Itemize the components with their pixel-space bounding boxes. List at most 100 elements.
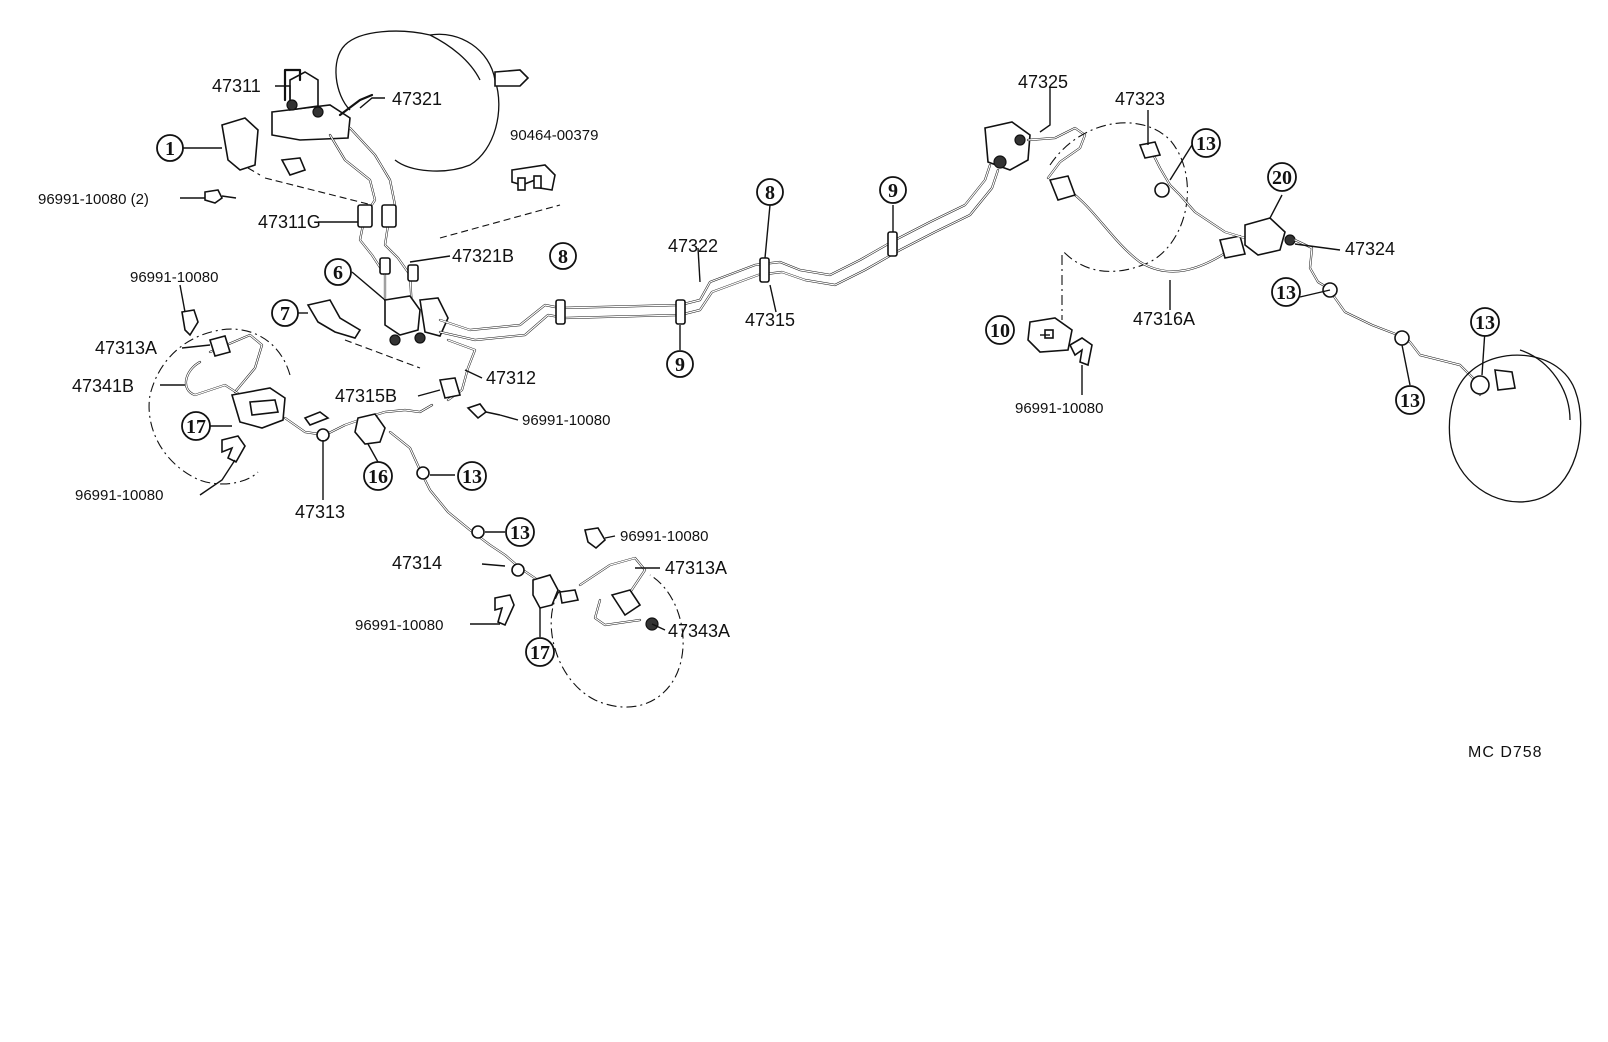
label-47324: 47324 <box>1345 239 1395 259</box>
label-47314: 47314 <box>392 553 442 573</box>
rear-drum-right <box>1448 349 1582 503</box>
label-96991-10080-b: 96991-10080 <box>522 412 610 429</box>
callout-7: 7 <box>271 299 299 327</box>
pipe-47316A <box>1048 175 1247 273</box>
label-96991-10080-d: 96991-10080 <box>620 528 708 545</box>
label-96991-10080-f: 96991-10080 <box>1015 400 1103 417</box>
rear-drum-left <box>1049 122 1188 272</box>
pipe-47323 <box>1138 141 1247 240</box>
callout-13-a: 13 <box>457 461 487 491</box>
svg-text:1: 1 <box>165 138 175 160</box>
svg-text:13: 13 <box>1400 390 1420 412</box>
svg-text:7: 7 <box>280 303 290 325</box>
label-47341B: 47341B <box>72 376 134 396</box>
bracket-17-lower <box>532 574 580 609</box>
callout-13-e: 13 <box>1395 385 1425 415</box>
brake-booster <box>335 30 530 172</box>
bracket-7 <box>306 299 362 339</box>
bracket-1 <box>221 117 307 176</box>
label-96991-10080-2: 96991-10080 (2) <box>38 191 149 208</box>
callout-10: 10 <box>985 315 1015 345</box>
catalog-code: MC D758 <box>1468 744 1543 761</box>
svg-text:13: 13 <box>1475 312 1495 334</box>
label-47311: 47311 <box>212 76 261 96</box>
front-left-caliper <box>230 387 286 429</box>
clip-96991-a <box>181 309 199 337</box>
callout-9-a: 9 <box>666 350 694 378</box>
pipe-47325 <box>1026 126 1087 180</box>
svg-text:10: 10 <box>990 320 1010 342</box>
dashed-guide-b <box>439 204 561 239</box>
flex-hose-47315B <box>438 377 462 399</box>
label-96991-10080-a: 96991-10080 <box>130 269 218 286</box>
callout-1: 1 <box>156 134 184 162</box>
pipe-47315 <box>438 168 1000 342</box>
clip-96991-2 <box>204 189 237 204</box>
label-47313: 47313 <box>295 502 345 522</box>
junction-block <box>384 295 449 346</box>
callout-20: 20 <box>1267 162 1297 192</box>
svg-text:13: 13 <box>1276 282 1296 304</box>
callout-8-a: 8 <box>549 242 577 270</box>
pipe-47324 <box>1293 238 1516 397</box>
label-90464-00379: 90464-00379 <box>510 127 598 144</box>
clips-along-pipe <box>555 231 898 325</box>
dashed-guide-a <box>264 177 373 206</box>
label-47311G: 47311G <box>258 212 321 232</box>
svg-text:20: 20 <box>1272 167 1292 189</box>
clip-96991-b <box>466 403 501 420</box>
svg-text:13: 13 <box>510 522 530 544</box>
callout-13-d: 13 <box>1271 277 1301 307</box>
callouts: 1 6 7 17 16 13 13 17 <box>156 128 1500 667</box>
clip-96991-f <box>1068 337 1093 367</box>
callout-16: 16 <box>363 461 393 491</box>
master-cylinder <box>271 71 351 141</box>
svg-text:17: 17 <box>530 642 550 664</box>
clip-96991-d <box>584 527 607 550</box>
callout-8-b: 8 <box>756 178 784 206</box>
pipe-47313A-left <box>208 333 264 394</box>
callout-13-f: 13 <box>1470 307 1500 337</box>
dashed-guide-d <box>247 167 261 176</box>
svg-text:16: 16 <box>368 466 388 488</box>
callout-9-b: 9 <box>879 176 907 204</box>
svg-text:9: 9 <box>888 180 898 202</box>
label-47316A: 47316A <box>1133 309 1195 329</box>
svg-text:6: 6 <box>333 262 343 284</box>
label-47322: 47322 <box>668 236 718 256</box>
label-47313A-right: 47313A <box>665 558 727 578</box>
label-96991-10080-e: 96991-10080 <box>355 617 443 634</box>
fittings-upper <box>357 204 419 282</box>
svg-text:13: 13 <box>1196 133 1216 155</box>
label-47312: 47312 <box>486 368 536 388</box>
svg-text:8: 8 <box>558 246 568 268</box>
callout-13-b: 13 <box>505 517 535 547</box>
proportioning-valve <box>984 121 1031 171</box>
svg-text:8: 8 <box>765 182 775 204</box>
label-47321: 47321 <box>392 89 442 109</box>
label-47313A-left: 47313A <box>95 338 157 358</box>
callout-17-lower: 17 <box>525 637 555 667</box>
hose-47343A <box>593 589 659 631</box>
label-47321B: 47321B <box>452 246 514 266</box>
svg-text:9: 9 <box>675 354 685 376</box>
pipe-47314 <box>388 430 562 594</box>
clip-96991-e <box>494 594 515 627</box>
union-16 <box>354 413 386 445</box>
pipe-47313A-right <box>578 556 647 602</box>
label-47325: 47325 <box>1018 72 1068 92</box>
front-left-wheel <box>148 328 291 485</box>
label-47343A: 47343A <box>668 621 730 641</box>
leader-lines <box>160 85 1486 637</box>
part-labels: 47311 47321 90464-00379 96991-10080 (2) … <box>38 72 1543 761</box>
label-47315B: 47315B <box>335 386 397 406</box>
rear-junction-20 <box>1244 217 1296 256</box>
label-96991-10080-c: 96991-10080 <box>75 487 163 504</box>
label-47315: 47315 <box>745 310 795 330</box>
clip-90464-00379 <box>511 164 556 191</box>
label-47323: 47323 <box>1115 89 1165 109</box>
svg-text:17: 17 <box>186 416 206 438</box>
callout-17-upper: 17 <box>181 411 211 441</box>
pipe-47321 <box>338 93 414 312</box>
